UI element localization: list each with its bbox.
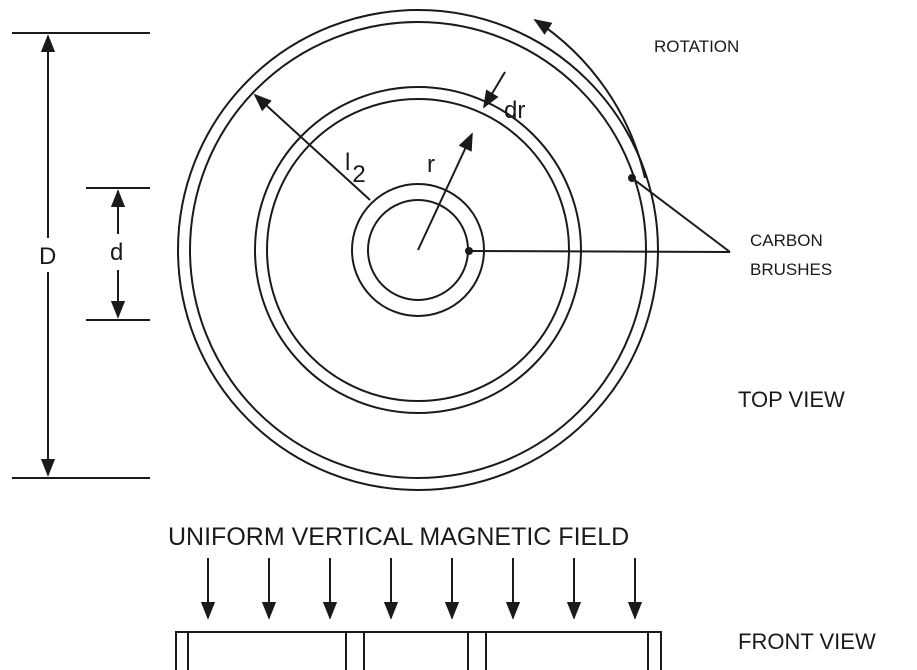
dr-arrow xyxy=(483,71,506,109)
top-view-disk xyxy=(177,9,659,491)
hub-outer xyxy=(351,183,485,317)
top-view-label: TOP VIEW xyxy=(738,387,845,412)
big-d-dimension xyxy=(12,32,150,479)
r-label: r xyxy=(427,151,435,178)
rotation-label: ROTATION xyxy=(654,37,739,56)
big-d-label: D xyxy=(39,243,56,270)
front-view-disk xyxy=(175,631,662,670)
small-d-label: d xyxy=(110,239,123,266)
l2-subscript: 2 xyxy=(352,161,365,188)
field-arrows xyxy=(200,558,643,620)
outer-rim-outer xyxy=(177,9,659,491)
carbon-label: CARBON xyxy=(750,231,823,250)
brush-leader-inner xyxy=(468,250,731,253)
radius-ring-inner xyxy=(266,98,570,402)
dr-label: dr xyxy=(504,97,525,124)
rotation-arrow xyxy=(533,19,646,179)
l2-radius-arrow xyxy=(253,93,371,201)
l2-main: l xyxy=(345,149,350,176)
r-radius-arrow xyxy=(417,132,473,251)
small-d-dimension xyxy=(86,187,150,321)
brushes-label: BRUSHES xyxy=(750,260,832,279)
front-view-label: FRONT VIEW xyxy=(738,629,876,654)
field-label: UNIFORM VERTICAL MAGNETIC FIELD xyxy=(168,523,629,551)
brush-leader-outer xyxy=(631,177,731,253)
radius-ring-outer xyxy=(254,86,582,414)
outer-rim-inner xyxy=(189,21,647,479)
l2-label: l2 xyxy=(345,149,366,188)
